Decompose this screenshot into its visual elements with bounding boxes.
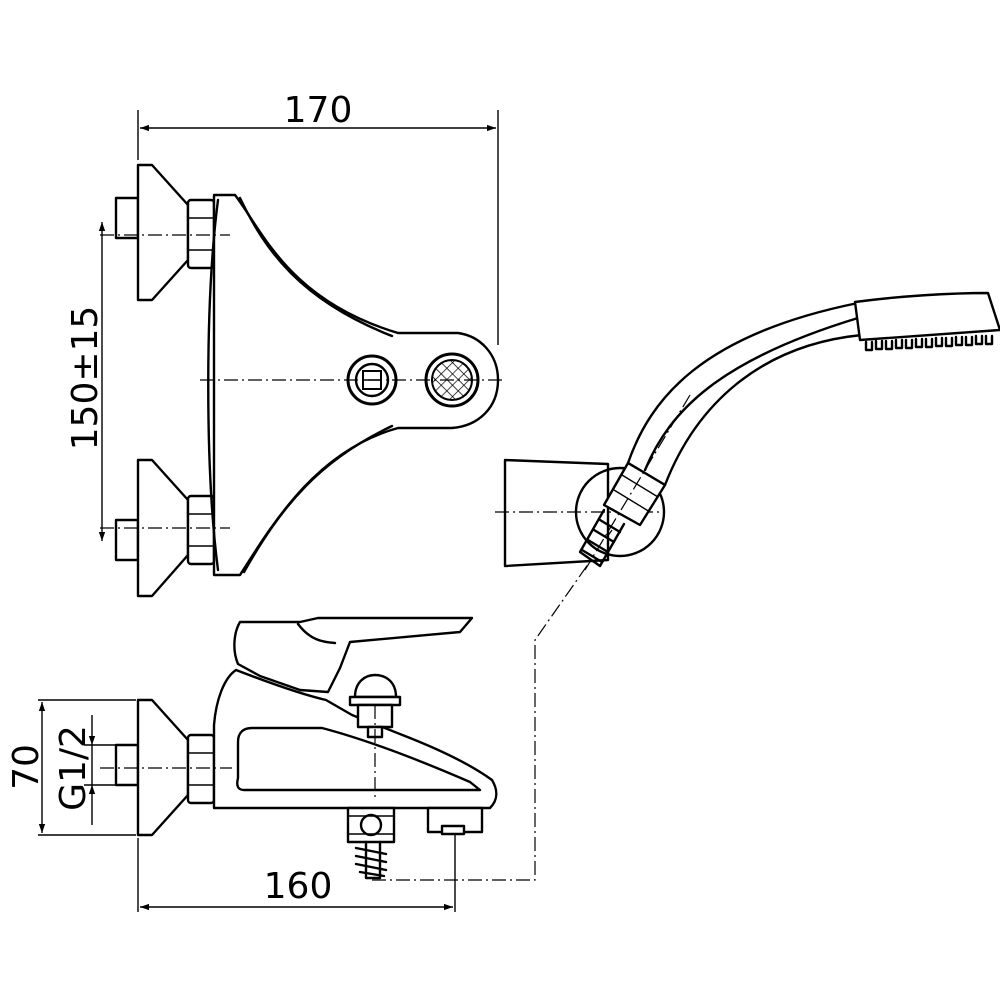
- shower-hose-connector: [578, 461, 667, 568]
- dimension-bottom-width: 160: [137, 834, 456, 912]
- dimension-top-width-label: 170: [284, 90, 353, 131]
- shower-head: [853, 291, 1000, 342]
- hose-outlet-nut: [346, 806, 396, 880]
- dimension-inlet-spacing-label: 150±15: [65, 306, 106, 451]
- hose-path: [372, 529, 613, 881]
- side-view: [100, 616, 498, 880]
- shower-nozzles: [864, 334, 994, 352]
- bottom-wall-connector: [114, 458, 216, 598]
- dimension-thread: G1/2: [53, 715, 118, 825]
- hand-shower: [495, 291, 1000, 571]
- shower-handle: [626, 301, 864, 487]
- dimension-inlet-spacing: 150±15: [65, 222, 106, 541]
- dimension-bottom-width-label: 160: [264, 866, 333, 907]
- dimension-height: 70: [6, 699, 136, 836]
- mixer-lever: [233, 616, 474, 694]
- spout-aerator: [426, 806, 484, 836]
- shower-wall-holder: [503, 458, 610, 568]
- top-wall-connector: [114, 163, 216, 302]
- dimension-thread-label: G1/2: [53, 725, 94, 811]
- front-view: [100, 163, 505, 598]
- dimension-top-width: 170: [137, 90, 499, 345]
- side-wall-connector: [114, 698, 216, 837]
- dimension-height-label: 70: [6, 744, 47, 790]
